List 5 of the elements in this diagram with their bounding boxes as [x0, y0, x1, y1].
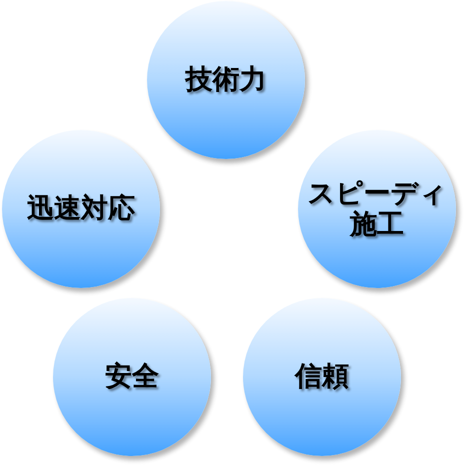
- node-label: 迅速対応: [27, 193, 135, 225]
- node-label: 技術力: [186, 64, 266, 96]
- node-label: スピーディ施工: [306, 178, 448, 240]
- node-label: 安全: [105, 361, 159, 393]
- node-label: 信頼: [295, 361, 349, 393]
